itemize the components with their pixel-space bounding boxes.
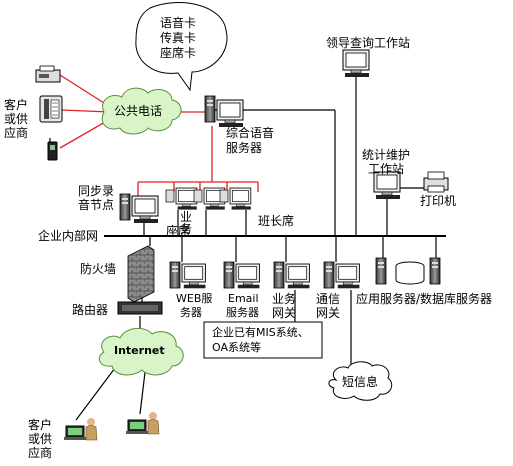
agent-seat-1-icon [165, 187, 198, 211]
customer-operator-1-icon [63, 417, 98, 441]
stats-station-label-2: 工作站 [368, 162, 405, 176]
app-server-icon [375, 257, 387, 285]
monitor-seat-icon [219, 187, 252, 211]
customer-bottom-line-1: 客户 [28, 418, 53, 432]
customer-operator-2-icon [125, 411, 160, 435]
customer-bottom-line-2: 或供 [28, 432, 53, 446]
intranet-label: 企业内部网 [38, 229, 99, 243]
web-server-label-1: WEB服 [176, 292, 213, 305]
customer-bottom-line-3: 应商 [28, 446, 53, 460]
sms-label: 短信息 [342, 375, 379, 389]
comm-gateway-label-2: 网关 [316, 306, 341, 320]
customer-top-line-3: 应商 [4, 126, 29, 140]
web-server-icon [169, 261, 206, 289]
leader-station-label: 领导查询工作站 [326, 36, 411, 50]
network-lines [75, 76, 446, 421]
internet-cloud [98, 328, 184, 376]
bubble-line-2: 传真卡 [160, 31, 197, 45]
voice-server-label-2: 服务器 [226, 141, 263, 155]
stats-station-label-1: 统计维护 [362, 148, 411, 162]
email-server-label-1: Email [228, 292, 259, 305]
firewall-label: 防火墙 [80, 262, 117, 276]
biz-gateway-label-1: 业务 [272, 292, 297, 306]
customer-top-line-1: 客户 [4, 98, 29, 112]
mis-label-1: 企业已有MIS系统、 [212, 326, 309, 339]
phone-line [61, 109, 111, 113]
bubble-line-1: 语音卡 [160, 16, 197, 30]
web-server-label-2: 务器 [180, 306, 202, 319]
comm-gateway-icon [323, 261, 360, 289]
leader-station-computer-icon [342, 49, 370, 78]
comm-gateway-label-1: 通信 [316, 292, 341, 306]
stats-station-computer-icon [373, 171, 401, 200]
voice-server-icon [204, 95, 244, 128]
recorder-label-1: 同步录 [78, 184, 115, 198]
printer-icon [423, 171, 449, 193]
firewall-icon [127, 245, 155, 303]
app-db-server-label: 应用服务器/数据库服务器 [356, 292, 493, 306]
email-server-label-2: 服务器 [226, 306, 259, 319]
bubble-line-3: 座席卡 [160, 46, 197, 60]
router-icon [117, 301, 163, 315]
pstn-cloud [101, 87, 182, 135]
sms-cloud [328, 361, 393, 401]
monitor-seat-label: 班长席 [258, 214, 295, 228]
customer-top-line-2: 或供 [4, 112, 29, 126]
mis-label-2: OA系统等 [212, 341, 261, 354]
printer-label: 打印机 [420, 194, 457, 208]
agent-seat-label: 座席 [166, 224, 191, 238]
recorder-label-2: 音节点 [78, 198, 115, 212]
internet-to-customer-1 [75, 363, 119, 421]
recorder-node-icon [119, 193, 159, 224]
database-icon [395, 261, 425, 285]
mis-system-box [203, 321, 323, 359]
agent-label-1: 业 [180, 210, 193, 224]
router-label: 路由器 [72, 303, 109, 317]
agent-label-2: 务 [180, 222, 193, 236]
speech-bubble [135, 2, 228, 92]
pstn-label: 公共电话 [114, 104, 163, 118]
fax-machine-icon [35, 65, 61, 83]
email-server-icon [223, 261, 260, 289]
internet-label: Internet [114, 344, 165, 357]
db-server-icon [429, 257, 441, 285]
voice-server-label-1: 综合语音 [226, 126, 275, 140]
biz-gateway-label-2: 网关 [272, 306, 297, 320]
business-gateway-icon [273, 261, 310, 289]
desk-phone-icon [39, 95, 63, 123]
mobile-phone-icon [47, 138, 58, 161]
agent-seat-2-icon [193, 187, 226, 211]
